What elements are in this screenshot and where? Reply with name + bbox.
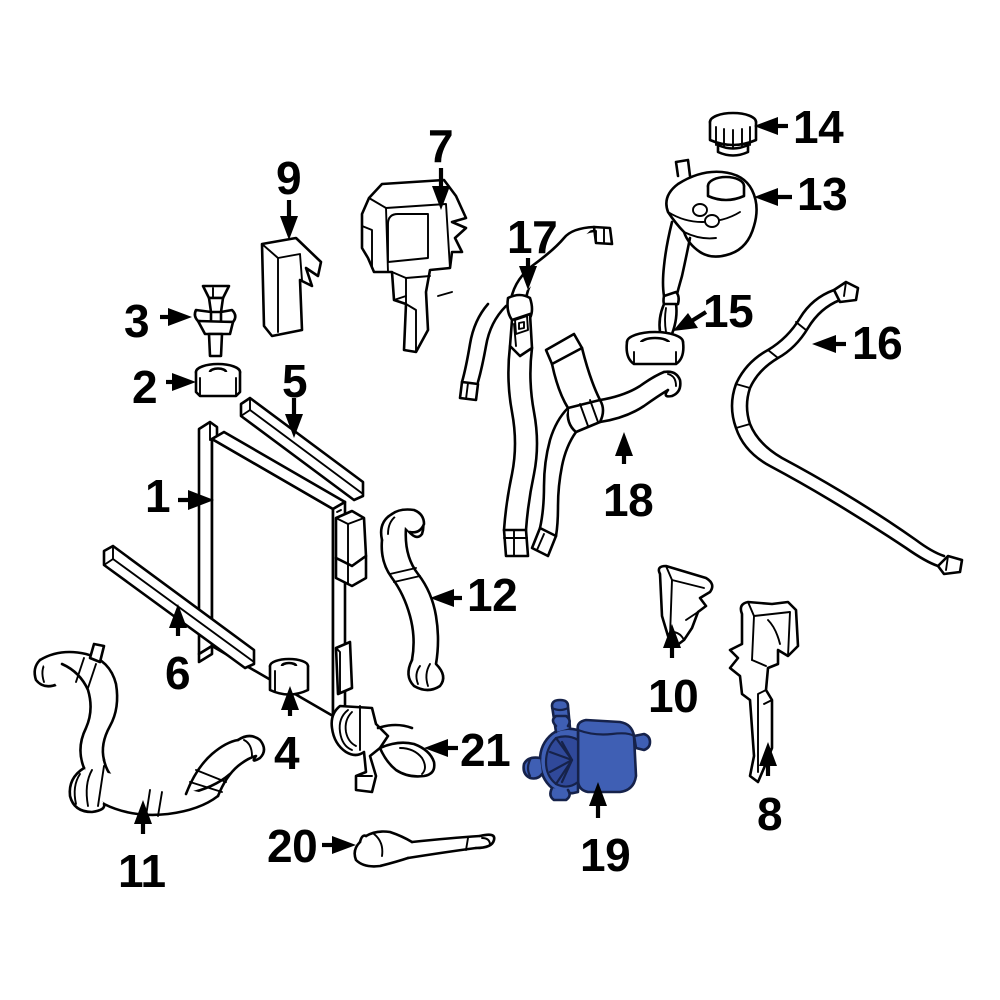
leader-6 [169, 604, 187, 636]
leader-17 [519, 258, 537, 290]
part-7-fan-shroud [360, 178, 468, 354]
leader-21 [424, 739, 458, 757]
part-9-air-baffle [260, 236, 323, 338]
part-21-thermostat-housing [330, 704, 436, 794]
part-2-grommet [194, 362, 242, 398]
leader-19 [589, 782, 607, 818]
leader-16 [812, 335, 846, 353]
callout-number-6: 6 [165, 647, 191, 699]
callout-number-9: 9 [276, 152, 302, 204]
callout-number-10: 10 [648, 670, 699, 722]
leader-1 [178, 490, 214, 510]
leader-2 [166, 373, 196, 391]
leader-8 [759, 742, 777, 776]
callout-number-7: 7 [428, 120, 454, 172]
callout-number-1: 1 [145, 470, 171, 522]
part-10-air-duct-deflector [657, 564, 714, 648]
part-5-upper-seal-strip [239, 396, 365, 502]
part-12-radiator-upper-hose [379, 508, 445, 692]
part-15-mounting-grommet [625, 330, 685, 366]
callout-number-15: 15 [703, 285, 754, 337]
part-17-heater-hose [458, 225, 614, 558]
part-16-coolant-overflow-line [730, 280, 964, 576]
part-11-radiator-lower-hose [33, 642, 266, 817]
leader-3 [160, 308, 192, 326]
callout-number-12: 12 [467, 569, 518, 621]
callout-number-14: 14 [793, 101, 844, 153]
part-4-lower-mount-bushing [268, 657, 310, 696]
part-19-auxiliary-water-pump [522, 698, 652, 802]
leader-15 [673, 310, 708, 331]
leader-10 [663, 624, 681, 658]
leader-20 [322, 836, 356, 854]
callout-number-11: 11 [118, 845, 166, 897]
leader-5 [285, 398, 303, 438]
callout-number-20: 20 [267, 820, 318, 872]
leader-13 [754, 188, 792, 206]
leader-14 [754, 117, 788, 135]
leader-9 [280, 200, 298, 240]
callout-number-19: 19 [580, 829, 631, 881]
part-20-connector-hose [353, 830, 496, 868]
callout-number-4: 4 [274, 727, 300, 779]
part-8-air-guide-bracket [728, 600, 800, 784]
leader-11 [134, 800, 152, 834]
callout-number-13: 13 [797, 168, 848, 220]
leader-18 [615, 432, 633, 464]
callout-number-16: 16 [852, 317, 903, 369]
leader-4 [281, 686, 299, 716]
leader-12 [430, 589, 462, 607]
callout-number-8: 8 [757, 788, 783, 840]
callout-number-18: 18 [603, 474, 654, 526]
part-14-expansion-tank-cap [708, 111, 758, 157]
callout-number-3: 3 [124, 295, 150, 347]
callout-number-17: 17 [507, 211, 558, 263]
callout-number-5: 5 [282, 355, 308, 407]
callout-number-21: 21 [460, 724, 511, 776]
leader-7 [432, 168, 450, 210]
part-18-branch-coolant-hose [530, 332, 682, 558]
part-3-retainer-pin [193, 284, 237, 358]
callout-number-2: 2 [132, 361, 158, 413]
